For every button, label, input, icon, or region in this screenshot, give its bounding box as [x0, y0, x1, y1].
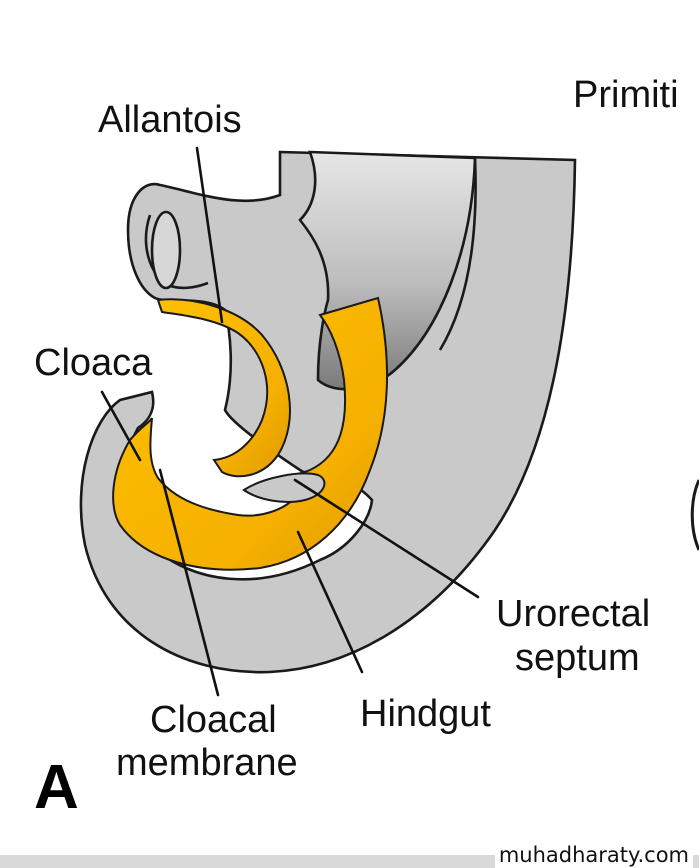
body-wall-inner-line: [438, 157, 477, 351]
cloaca-leader: [100, 390, 142, 462]
label-cloaca: Cloaca: [34, 342, 153, 384]
label-hindgut: Hindgut: [360, 693, 491, 735]
label-urorectal: Urorectal: [496, 593, 650, 635]
edge-partial-shape: [690, 479, 699, 551]
hindgut-cloaca: [112, 296, 389, 571]
label-cloacal: Cloacal: [150, 699, 277, 741]
site-watermark: muhadharaty.com: [494, 843, 693, 868]
panel-letter: A: [34, 753, 79, 822]
allantois-opening: [150, 210, 182, 290]
label-primitive: Primiti: [573, 74, 679, 116]
label-membrane: membrane: [116, 742, 298, 784]
label-septum: septum: [515, 637, 640, 679]
cloacal-membrane-leader: [158, 468, 220, 697]
label-allantois: Allantois: [98, 99, 242, 141]
allantois-endoderm: [156, 298, 291, 478]
allantois-leader: [195, 146, 224, 324]
urorectal-septum-leader: [293, 478, 480, 599]
hindgut-leader: [296, 530, 364, 674]
urorectal-septum-shape: [242, 472, 326, 503]
